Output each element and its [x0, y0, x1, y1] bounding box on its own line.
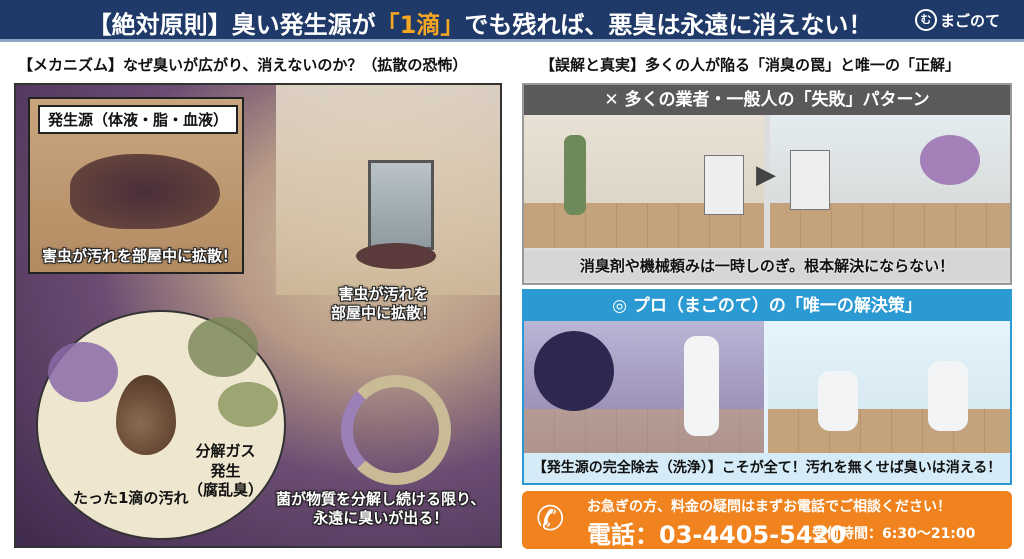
uv-inspection-scene [524, 321, 764, 454]
drop-caption: たった1滴の汚れ [73, 489, 189, 507]
mechanism-illustration: 発生源（体液・脂・血液） 害虫が汚れを部屋中に拡散！ 害虫が汚れを部屋中に拡散！… [14, 83, 502, 548]
fail-caption: 消臭剤や機械頼みは一時しのぎ。根本解決にならない！ [524, 251, 1010, 281]
phone-number[interactable]: 電話：03-4405-5420 [587, 521, 846, 549]
phone-icon: ✆ [536, 499, 565, 539]
drop-illustration [116, 375, 176, 455]
floor [770, 203, 1010, 248]
gas-line: （腐乱臭） [188, 481, 264, 499]
title-suffix: でも残れば、悪臭は永遠に消えない！ [464, 11, 873, 39]
fail-pattern-panel: ✕ 多くの業者・一般人の「失敗」パターン ▶ 消臭剤や機械頼みは一時しのぎ。根本… [522, 83, 1012, 285]
spray-scene [524, 115, 764, 248]
title-highlight: 「1滴」 [375, 11, 465, 39]
after-scene [770, 115, 1010, 248]
page-title: 【絶対原則】臭い発生源が「1滴」でも残れば、悪臭は永遠に消えない！ [0, 5, 960, 40]
worker-illustration [684, 336, 719, 436]
fail-title: ✕ 多くの業者・一般人の「失敗」パターン [524, 85, 1010, 115]
cycle-caption-line: 永遠に臭いが出る！ [313, 508, 449, 527]
pro-solution-panel: ◎ プロ（まごのて）の「唯一の解決策」 【発生源の完全除去（洗浄）】こそが全て！… [522, 289, 1012, 485]
floor [768, 409, 1010, 454]
source-inset: 発生源（体液・脂・血液） 害虫が汚れを部屋中に拡散！ [28, 97, 244, 274]
floor-stain [356, 243, 436, 269]
right-heading: 【誤解と真実】多くの人が陥る「消臭の罠」と唯一の「正解」 [540, 56, 961, 74]
logo-mark-icon: む [915, 9, 937, 31]
header-banner: 【絶対原則】臭い発生源が「1滴」でも残れば、悪臭は永遠に消えない！ むまごのて [0, 0, 1024, 42]
logo-text: まごのて [940, 11, 1001, 30]
air-purifier [790, 150, 830, 210]
floor [524, 409, 764, 454]
worker-illustration [928, 361, 968, 431]
gas-line: 分解ガス [195, 442, 256, 460]
green-gas-cloud [188, 317, 258, 377]
gas-line: 発生 [210, 461, 241, 480]
cycle-caption: 菌が物質を分解し続ける限り、永遠に臭いが出る！ [276, 490, 485, 528]
green-gas-cloud [218, 382, 278, 427]
cycle-arrows [341, 375, 451, 485]
gas-caption: 分解ガス発生（腐乱臭） [188, 442, 263, 501]
odor-cloud [920, 135, 980, 185]
cycle-caption-line: 菌が物質を分解し続ける限り、 [276, 490, 486, 508]
room-caption: 害虫が汚れを部屋中に拡散！ [331, 285, 436, 323]
uv-light-inset [534, 331, 614, 411]
person-illustration [564, 135, 586, 215]
puddle-illustration [70, 154, 220, 229]
cleaning-scene [768, 321, 1010, 454]
room-caption-line: 害虫が汚れを [338, 285, 429, 303]
purple-gas-cloud [48, 342, 118, 402]
call-to-action[interactable]: ✆ お急ぎの方、料金の疑問はまずお電話でご相談ください！ 電話：03-4405-… [522, 491, 1012, 549]
business-hours: 受付時間：6:30〜21:00 [812, 526, 976, 542]
room-caption-line: 部屋中に拡散！ [331, 303, 437, 322]
logo[interactable]: むまごのて [915, 9, 1000, 31]
window-illustration [368, 160, 434, 250]
source-label: 発生源（体液・脂・血液） [38, 105, 239, 134]
inset-caption: 害虫が汚れを部屋中に拡散！ [42, 247, 238, 265]
air-purifier [704, 155, 744, 215]
left-heading: 【メカニズム】なぜ臭いが広がり、消えないのか？（拡散の恐怖） [18, 56, 468, 74]
title-prefix: 【絶対原則】臭い発生源が [87, 11, 376, 39]
pro-caption: 【発生源の完全除去（洗浄）】こそが全て！汚れを無くせば臭いは消える！ [524, 453, 1010, 483]
cta-question: お急ぎの方、料金の疑問はまずお電話でご相談ください！ [587, 499, 951, 515]
pro-title: ◎ プロ（まごのて）の「唯一の解決策」 [524, 291, 1010, 321]
worker-illustration [818, 371, 858, 431]
arrow-right-icon: ▶ [756, 160, 776, 190]
